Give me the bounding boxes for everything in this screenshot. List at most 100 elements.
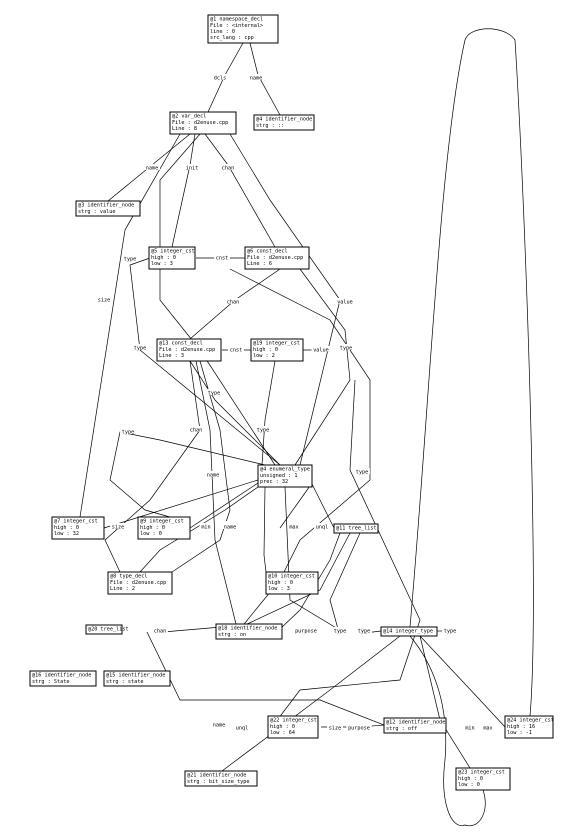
node-box (148, 246, 196, 270)
node-line: @4 enumeral_type (260, 467, 310, 473)
edge (311, 483, 335, 529)
node-n14: @14 integer_type (380, 626, 438, 637)
node-box (333, 523, 379, 534)
edge-label: purpose (348, 726, 370, 732)
node-line: @14 integer_type (383, 629, 433, 635)
node-box (156, 338, 222, 362)
node-box (85, 624, 123, 635)
node-box (244, 246, 310, 270)
node-box (75, 200, 141, 217)
edge-label: chan (190, 428, 203, 434)
edge (189, 482, 259, 529)
node-n20: @20 tree_list (85, 624, 129, 635)
edge-label: chan (154, 629, 167, 635)
edge-label: type (124, 257, 137, 263)
edge-label: purpose (295, 629, 317, 635)
node-line: Line : 6 (247, 261, 272, 267)
node-box (455, 767, 511, 791)
edge-label: type (334, 629, 347, 635)
edge (221, 635, 401, 772)
node-line: low : 3 (151, 261, 173, 267)
edge-label-bg (481, 724, 495, 730)
edge-label: chan (222, 166, 235, 172)
node-box (29, 670, 97, 687)
node-line: strg : bit_size_type (187, 779, 249, 785)
edge-label-bg (152, 627, 168, 633)
node-line: @21 identifier_node (187, 773, 246, 779)
edge (146, 631, 385, 726)
edge-label-bg (110, 523, 126, 529)
node-line: strg : state (106, 679, 143, 685)
node-box (380, 626, 438, 637)
node-line: high : 0 (140, 525, 165, 531)
node-line: high : 0 (270, 724, 295, 730)
node-box (215, 623, 283, 640)
node-box (257, 464, 313, 488)
edge (171, 360, 231, 573)
edges (79, 28, 534, 827)
node-line: low : 2 (253, 353, 275, 359)
edge (284, 486, 339, 630)
node-line: File : d2enuse.cpp (159, 347, 215, 353)
edge-label: name (213, 723, 226, 729)
node-line: unsigned : 1 (260, 473, 297, 479)
edge-label-bg (188, 426, 204, 432)
node-line: high : 16 (507, 724, 535, 730)
node-box (207, 14, 279, 44)
node-line: high : 0 (54, 525, 79, 531)
node-line: @23 integer_cst (458, 770, 505, 776)
edge-label: chan (227, 300, 240, 306)
edge (229, 133, 341, 466)
edge (419, 635, 506, 728)
node-line: high : 0 (268, 580, 293, 586)
edge (195, 360, 237, 625)
edge-label-bg (255, 426, 271, 432)
node-line: @3 identifier_node (78, 203, 134, 209)
edge-label-bg (463, 724, 477, 730)
edge-label: type (444, 629, 457, 635)
edge-label-bg (234, 724, 250, 730)
node-line: Line : 3 (159, 353, 184, 359)
edge-label: size (329, 726, 342, 732)
edge-label-bg (314, 523, 330, 529)
edge-loop (409, 635, 486, 827)
edge-label-bg (332, 627, 348, 633)
node-line: high : 0 (253, 347, 278, 353)
node-line: @19 integer_cst (253, 341, 300, 347)
edge-label: size (112, 525, 125, 531)
node-box (51, 516, 105, 540)
edge-label-bg (228, 346, 244, 352)
edge-label: type (122, 430, 135, 436)
node-line: low : 32 (54, 531, 79, 537)
edge-label-bg (212, 74, 228, 80)
node-line: @10 integer_cst (268, 574, 315, 580)
node-line: File : d2enuse.cpp (110, 580, 166, 586)
edge-label-bg (144, 164, 160, 170)
node-line: @1 namespace_decl (210, 17, 263, 23)
node-box (253, 114, 315, 131)
node-line: low : 3 (268, 586, 290, 592)
node-n11: @11 tree_list (333, 523, 379, 534)
node-line: @2 var_decl (172, 114, 206, 120)
node-line: @12 identifier_node (386, 720, 445, 726)
node-line: strg : :: (256, 123, 284, 129)
edge-label: type (208, 391, 221, 397)
edge (139, 486, 259, 573)
edge (419, 635, 471, 769)
node-box (103, 670, 171, 687)
edge-label: name (224, 525, 237, 531)
edge (263, 486, 267, 573)
node-box (169, 111, 237, 135)
edge-label-bg (132, 344, 148, 350)
node-line: @16 identifier_node (32, 673, 91, 679)
edge-label-bg (214, 254, 230, 260)
edge-label: name (250, 76, 263, 82)
